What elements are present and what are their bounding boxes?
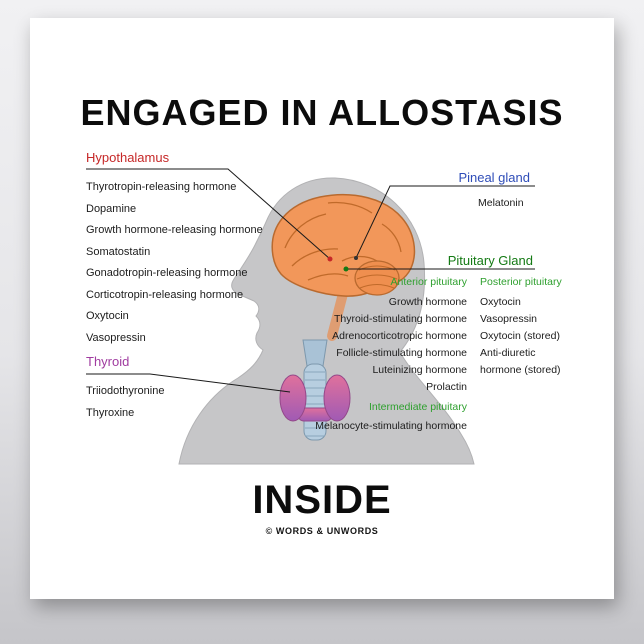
anterior-pituitary-heading: Anterior pituitary — [390, 276, 467, 288]
pineal-hormone-list: Melatonin — [478, 195, 524, 212]
thyroid-right-lobe — [323, 374, 351, 422]
posterior-pituitary-hormone-list: Oxytocin Vasopressin Oxytocin (stored) A… — [480, 294, 574, 379]
hormone-item: Oxytocin — [86, 310, 129, 322]
thyroid-gland-icon — [279, 339, 351, 441]
thyroid-hormone-list: Triiodothyronine Thyroxine — [86, 381, 164, 424]
hormone-item: Somatostatin — [86, 245, 151, 258]
hormone-item: Melanocyte-stimulating hormone — [315, 420, 467, 432]
connector-lines — [86, 168, 535, 393]
hormone-item: Vasopressin — [86, 331, 146, 344]
hormone-item: Anti-diuretic hormone (stored) — [480, 347, 561, 376]
hypothalamus-hormone-list: Thyrotropin-releasing hormone Dopamine G… — [86, 177, 263, 349]
poster-title: ENGAGED IN ALLOSTASIS — [80, 92, 564, 133]
hormone-item: Corticotropin-releasing hormone — [86, 288, 244, 301]
pineal-gland-label: Pineal gland — [458, 170, 530, 185]
hormone-item: Follicle-stimulating hormone — [336, 347, 467, 359]
hormone-item: Dopamine — [86, 202, 137, 215]
pituitary-gland-label: Pituitary Gland — [447, 253, 533, 268]
intermediate-pituitary-heading: Intermediate pituitary — [368, 401, 467, 413]
anterior-pituitary-hormone-list: Growth hormone Thyroid-stimulating hormo… — [332, 294, 467, 396]
thyroid-label: Thyroid — [86, 354, 130, 369]
poster-subtitle: INSIDE — [252, 478, 392, 522]
hormone-item: Thyroid-stimulating hormone — [333, 313, 467, 325]
pituitary-dot — [343, 266, 349, 272]
hormone-item: Vasopressin — [480, 313, 538, 325]
hormone-item: Prolactin — [426, 381, 467, 393]
intermediate-pituitary-hormone-list: Melanocyte-stimulating hormone — [315, 418, 467, 435]
hypothalamus-dot — [327, 256, 333, 262]
thyroid-connector-line — [86, 373, 291, 393]
anatomy-illustration — [86, 168, 535, 465]
larynx — [302, 339, 328, 367]
brain-gyri — [284, 201, 402, 281]
posterior-pituitary-heading: Posterior pituitary — [480, 276, 562, 288]
hormone-item: Thyrotropin-releasing hormone — [86, 181, 237, 193]
hormone-item: Adrenocorticotropic hormone — [332, 330, 467, 342]
hormone-item: Thyroxine — [86, 406, 135, 419]
hormone-item: Oxytocin (stored) — [480, 330, 560, 342]
pineal-connector-line — [355, 185, 535, 259]
hormone-item: Gonadotropin-releasing hormone — [86, 267, 248, 279]
hormone-item: Growth hormone — [388, 296, 467, 308]
copyright-credit: © WORDS & UNWORDS — [265, 526, 379, 536]
hypothalamus-label: Hypothalamus — [86, 150, 170, 165]
hormone-item: Oxytocin — [480, 296, 521, 308]
hormone-item: Melatonin — [478, 197, 524, 209]
poster: ENGAGED IN ALLOSTASIS Hypothalamus Thyro… — [30, 18, 614, 599]
hormone-item: Triiodothyronine — [86, 385, 165, 397]
hormone-item: Growth hormone-releasing hormone — [86, 224, 263, 236]
thyroid-left-lobe — [279, 374, 307, 422]
pineal-dot — [354, 256, 358, 260]
hypothalamus-connector-line — [86, 168, 331, 260]
hormone-item: Luteinizing hormone — [372, 364, 467, 376]
